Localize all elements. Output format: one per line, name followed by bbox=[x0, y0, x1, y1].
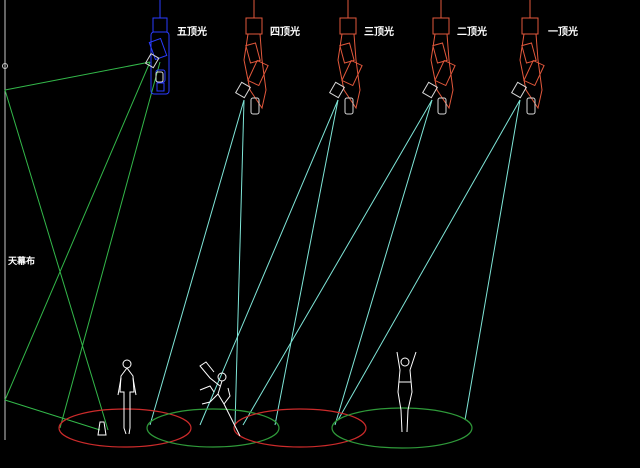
fixture-3[interactable] bbox=[328, 0, 363, 115]
fixture-4-label: 四顶光 bbox=[270, 27, 300, 38]
fixture-3-label: 三顶光 bbox=[364, 27, 394, 38]
floor-pools bbox=[58, 407, 473, 449]
floor-light-icon bbox=[97, 421, 107, 436]
floor-pool-2 bbox=[146, 408, 280, 448]
fixture-1[interactable] bbox=[510, 0, 545, 115]
curtain-beams bbox=[4, 61, 161, 431]
fixture-1-label: 一顶光 bbox=[548, 27, 578, 38]
curtain-marker-icon bbox=[2, 63, 8, 69]
sky-curtain bbox=[2, 0, 8, 440]
fixture-2[interactable] bbox=[421, 0, 456, 115]
performer-arms-raised-icon bbox=[396, 351, 417, 433]
spot-beams bbox=[149, 99, 521, 426]
performer-leaping-icon bbox=[199, 361, 241, 437]
floor-pool-1 bbox=[58, 408, 192, 448]
fixture-5[interactable] bbox=[144, 0, 170, 95]
fixture-5-label: 五顶光 bbox=[177, 27, 207, 38]
performer-standing-icon bbox=[117, 359, 137, 435]
fixture-4[interactable] bbox=[234, 0, 269, 115]
sky-curtain-label: 天幕布 bbox=[8, 257, 36, 267]
floor-pool-4 bbox=[331, 407, 473, 449]
floor-pool-3 bbox=[233, 408, 367, 448]
fixture-2-label: 二顶光 bbox=[457, 27, 487, 38]
